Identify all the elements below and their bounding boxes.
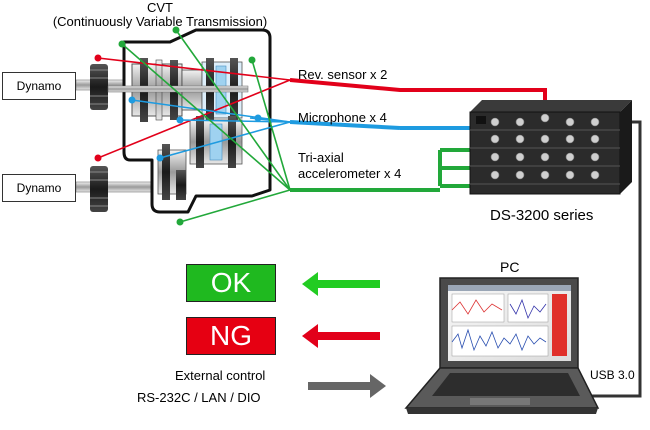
accelerometer-label-line2: accelerometer x 4 (298, 166, 402, 181)
rev-sensor-label: Rev. sensor x 2 (298, 67, 388, 82)
pc-label: PC (500, 259, 520, 275)
external-protocols-label: RS-232C / LAN / DIO (137, 390, 261, 405)
laptop-pc (404, 277, 600, 414)
external-control-arrow (308, 374, 386, 398)
ng-arrow (302, 324, 380, 348)
usb-label: USB 3.0 (590, 368, 635, 382)
ok-result: OK (186, 264, 276, 302)
external-control-label: External control (175, 368, 266, 383)
cvt-subtitle: (Continuously Variable Transmission) (52, 14, 268, 29)
ok-arrow (302, 272, 380, 296)
accelerometer-label-line1: Tri-axial (298, 150, 344, 165)
rev-sensor-wires (94, 54, 291, 162)
analyzer-label: DS-3200 series (490, 207, 594, 224)
cvt-title: CVT (147, 0, 173, 15)
dynamo-lower: Dynamo (2, 174, 76, 202)
upper-coupling (90, 64, 108, 110)
microphone-label: Microphone x 4 (298, 110, 387, 125)
dynamo-upper: Dynamo (2, 72, 76, 100)
accelerometer-wires (118, 26, 291, 226)
ds3200-unit (469, 100, 632, 195)
ng-result: NG (186, 317, 276, 355)
lower-coupling (90, 166, 108, 212)
